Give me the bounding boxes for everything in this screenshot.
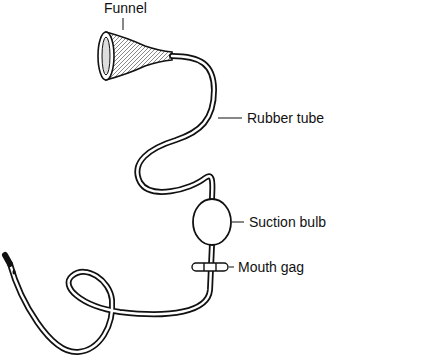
- part-label: Mouth gag: [238, 259, 304, 275]
- funnel: [98, 32, 172, 80]
- mouth-gag: [192, 263, 228, 271]
- part-label: Suction bulb: [249, 214, 326, 230]
- part-label: Rubber tube: [247, 110, 324, 126]
- part-label: Funnel: [104, 0, 147, 16]
- rubber-tube: [5, 56, 214, 352]
- suction-bulb: [193, 199, 231, 245]
- leader-lines: [123, 18, 244, 267]
